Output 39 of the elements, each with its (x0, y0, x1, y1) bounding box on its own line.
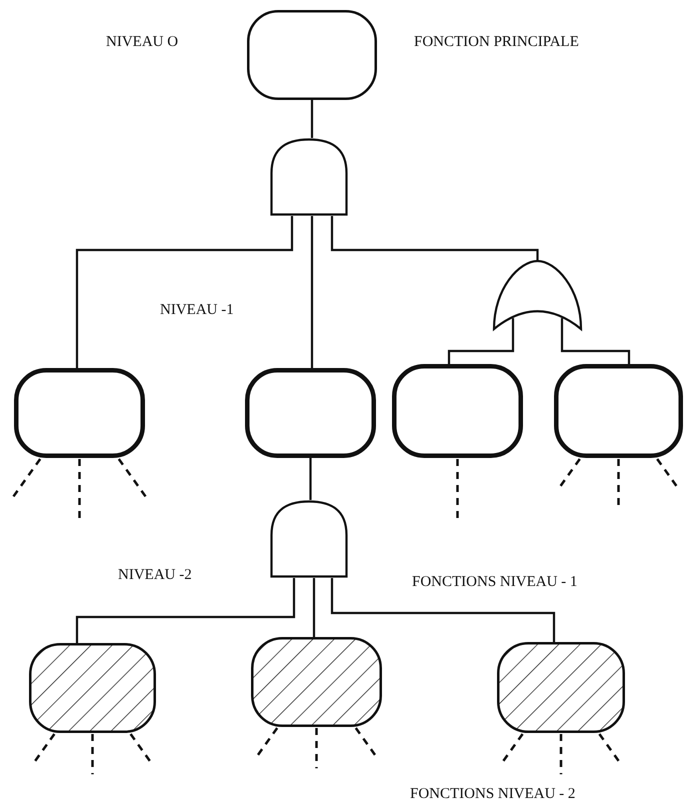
function-label: FONCTION PRINCIPALE (414, 34, 579, 51)
connector-line (76, 578, 296, 643)
connector-line (448, 318, 514, 364)
and-gate (270, 500, 348, 578)
dashed-line (34, 733, 56, 762)
function-box (14, 368, 145, 458)
function-box (392, 364, 523, 458)
hatched-function-box (251, 637, 382, 727)
function-label: FONCTIONS NIVEAU - 2 (410, 786, 576, 803)
level-label: NIVEAU -1 (160, 302, 234, 319)
or-gate (493, 260, 582, 330)
hatched-function-box (29, 643, 156, 733)
connector-line (310, 100, 314, 138)
dashed-line (617, 459, 620, 506)
function-box (245, 368, 376, 458)
dashed-line (560, 734, 562, 774)
connector-line (330, 216, 539, 261)
dashed-line (456, 459, 459, 519)
connector-line (310, 216, 314, 368)
connector-line (560, 318, 630, 364)
dashed-line (91, 734, 94, 774)
function-box (554, 364, 683, 458)
dashed-line (78, 459, 81, 521)
function-box (247, 10, 377, 100)
level-label: NIVEAU -2 (118, 567, 192, 584)
and-gate (270, 138, 348, 216)
function-label: FONCTIONS NIVEAU - 1 (412, 574, 578, 591)
dashed-line (502, 733, 524, 762)
dashed-line (598, 733, 620, 762)
hatched-function-box (497, 642, 625, 733)
dashed-line (354, 727, 376, 756)
connector-line (312, 578, 316, 637)
level-label: NIVEAU O (106, 34, 178, 51)
connector-line (76, 216, 294, 368)
dashed-line (256, 727, 278, 756)
dashed-line (130, 733, 152, 762)
connector-line (330, 578, 556, 642)
connector-line (309, 458, 312, 500)
dashed-line (315, 728, 318, 768)
